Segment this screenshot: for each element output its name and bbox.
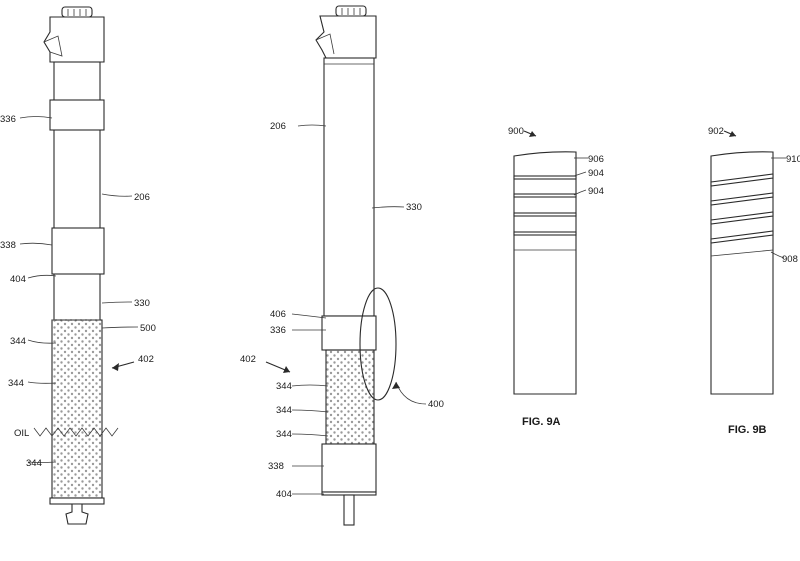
middle-label-406: 406 — [270, 309, 286, 320]
left-label-344d: 344 — [26, 458, 42, 469]
middle-label-344b: 344 — [276, 405, 292, 416]
left-label-404: 404 — [10, 274, 26, 285]
left-label-206: 206 — [134, 192, 150, 203]
left-label-500: 500 — [140, 323, 156, 334]
fig9a-ref: 900 — [508, 126, 524, 137]
middle-label-344c: 344 — [276, 429, 292, 440]
left-collar-336 — [49, 99, 105, 131]
middle-upper-tube — [323, 57, 375, 317]
middle-label-404: 404 — [276, 489, 292, 500]
middle-seatpost-figure: 206 330 406 336 402 344 344 344 400 338 … — [240, 5, 444, 526]
left-seatpost-figure: 336 206 338 404 330 500 344 402 344 344 … — [0, 6, 156, 525]
fig-9a: 900 906 904 904 FIG. 9A — [508, 126, 604, 428]
fig9a-caption: FIG. 9A — [522, 416, 561, 428]
middle-label-344a: 344 — [276, 381, 292, 392]
left-label-344b: 344 — [8, 378, 24, 389]
left-label-344a: 344 — [10, 336, 26, 347]
left-bottom-fitting — [65, 503, 89, 525]
middle-foam-insert — [325, 349, 375, 445]
left-label-330: 330 — [134, 298, 150, 309]
left-collar-338 — [51, 227, 105, 275]
middle-top-cap — [335, 5, 367, 17]
fig-9b: 902 910 908 FIG. 9B — [708, 126, 800, 436]
middle-label-400: 400 — [428, 399, 444, 410]
left-oil-level — [33, 427, 119, 437]
fig9a-label-906: 906 — [588, 154, 604, 165]
fig9b-ref: 902 — [708, 126, 724, 137]
left-label-338: 338 — [0, 240, 16, 251]
middle-label-338: 338 — [268, 461, 284, 472]
middle-detail-ellipse-400 — [359, 287, 397, 401]
middle-label-336: 336 — [270, 325, 286, 336]
fig9b-label-908: 908 — [782, 254, 798, 265]
fig9a-tube — [513, 151, 577, 395]
middle-shaft — [343, 494, 355, 526]
fig9a-label-904b: 904 — [588, 186, 604, 197]
fig9b-tube — [710, 151, 774, 395]
middle-head — [315, 15, 377, 59]
middle-collar-338 — [321, 443, 377, 493]
fig9b-label-910: 910 — [786, 154, 800, 165]
left-label-oil: OIL — [14, 428, 29, 439]
middle-label-402: 402 — [240, 354, 256, 365]
fig9a-label-904a: 904 — [588, 168, 604, 179]
left-label-336: 336 — [0, 114, 16, 125]
left-label-402: 402 — [138, 354, 154, 365]
fig9b-caption: FIG. 9B — [728, 424, 767, 436]
left-foam-insert — [51, 319, 103, 499]
middle-collar-336 — [321, 315, 377, 351]
left-base-ring — [49, 497, 105, 505]
middle-label-330: 330 — [406, 202, 422, 213]
left-head — [43, 16, 105, 63]
left-top-cap — [61, 6, 93, 18]
middle-label-206: 206 — [270, 121, 286, 132]
